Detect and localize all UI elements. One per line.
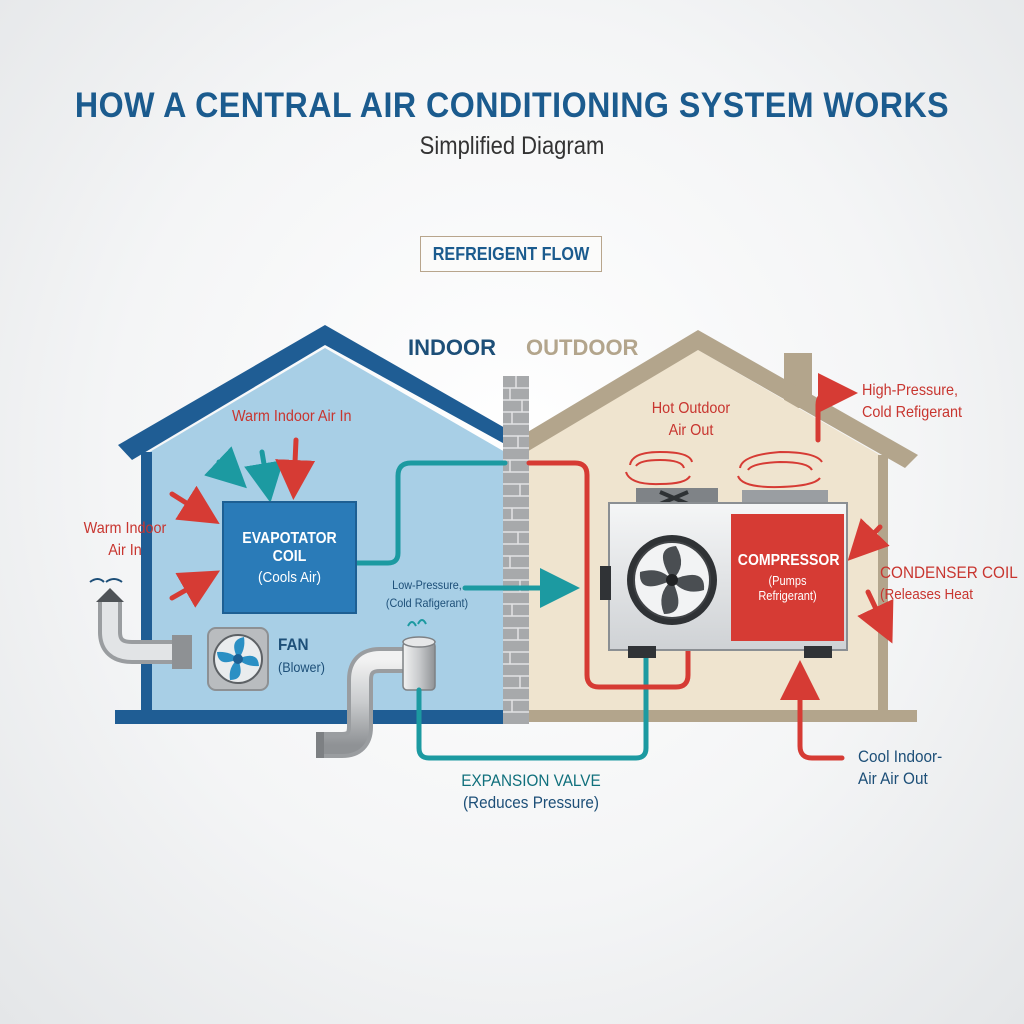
vent-icon — [96, 588, 124, 602]
outdoor-label: OUTDOOR — [526, 335, 639, 360]
indoor-label: INDOOR — [408, 335, 496, 360]
brick-wall — [503, 376, 529, 724]
low-pressure-label: Low-Pressure,(Cold Rafigerant) — [385, 578, 469, 610]
supply-duct — [316, 647, 410, 758]
fan-icon — [207, 627, 269, 691]
cool-indoor-air-label: Cool Indoor-Air Air Out — [858, 747, 943, 788]
refrigerant-flow-badge: REFREIGENT FLOW — [420, 236, 602, 272]
refrigerant-lines — [204, 446, 649, 761]
compressor: COMPRESSOR (Pumps Refrigerant) — [737, 552, 840, 603]
warm-indoor-air-top-label: Warm Indoor Air In — [232, 408, 352, 425]
page-title: HOW A CENTRAL AIR CONDITIONING SYSTEM WO… — [74, 86, 950, 125]
condenser-coil-label: CONDENSER COIL (Releases Heat — [880, 563, 1018, 603]
fan-label: FAN (Blower) — [278, 635, 325, 675]
high-pressure-label: High-Pressure,Cold Refigerant — [862, 382, 963, 421]
expansion-valve-label: EXPANSION VALVE (Reduces Pressure) — [461, 771, 601, 812]
page-subtitle: Simplified Diagram — [419, 132, 605, 160]
heat-wave-icon — [625, 450, 823, 489]
condenser-unit — [600, 488, 848, 658]
airflow-icon — [89, 578, 123, 583]
expansion-valve-icon — [402, 619, 436, 691]
compressor-fan-icon — [639, 546, 705, 614]
return-duct — [89, 578, 192, 669]
evaporator-coil: EVAPOTATOR COIL (Cools Air) — [222, 501, 357, 614]
hot-lines — [169, 373, 894, 761]
